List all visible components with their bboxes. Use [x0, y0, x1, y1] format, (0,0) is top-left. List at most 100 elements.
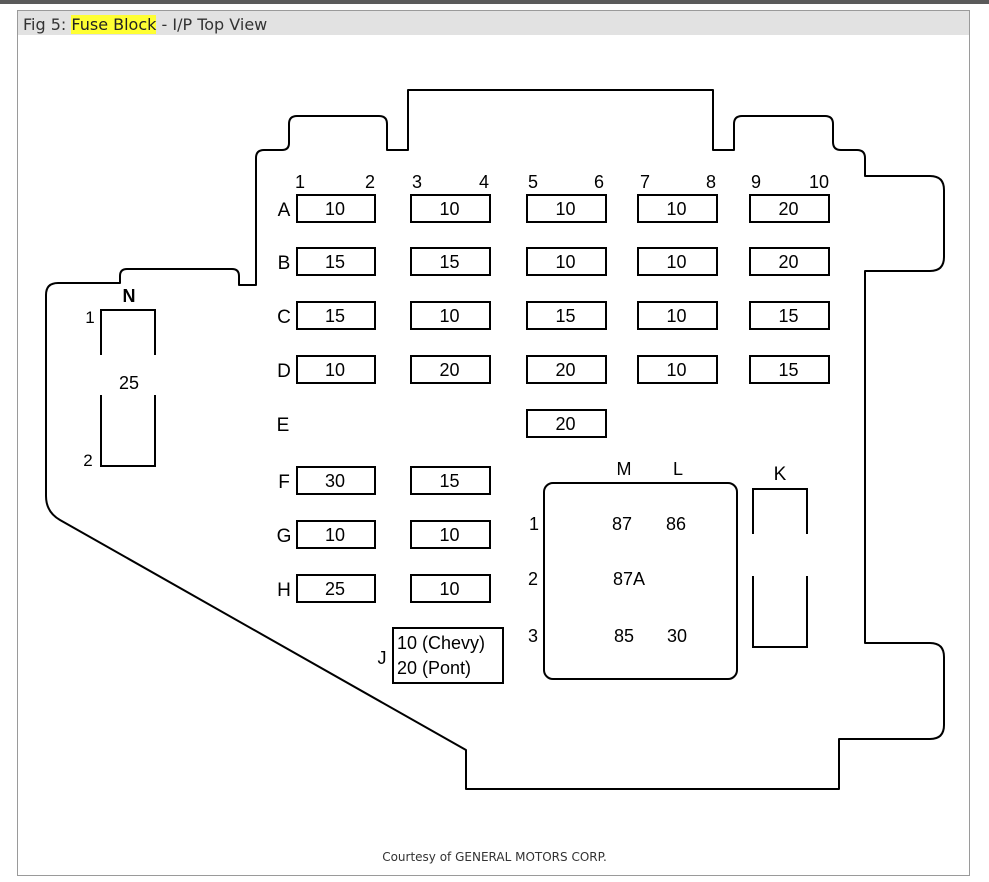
relay-terminal: 85: [614, 626, 634, 646]
relay-ml: M L 1 2 3 87 86 87A 85 30: [528, 459, 738, 680]
fuse: 15: [749, 355, 830, 384]
fuse-box: [296, 301, 376, 330]
fuse-rating: 15: [778, 360, 798, 380]
row-label: C: [277, 307, 291, 328]
fuse-box: [296, 194, 376, 223]
fuse-rating: 25: [325, 579, 345, 599]
row-label: H: [277, 580, 291, 601]
fuse-grid: 10 10 10 10 20 15 15 10 10 20 15 10 15 10 15 10 20 20 10 15…: [296, 194, 830, 603]
fuse-box: [410, 194, 491, 223]
fuse: 20: [410, 355, 491, 384]
column-number: 1: [295, 172, 305, 192]
fuse-box: [526, 247, 607, 276]
fuse-box: [296, 574, 376, 603]
fuse-rating: 10: [439, 579, 459, 599]
fuse-n: N 1 2 25: [83, 286, 156, 470]
fuse-box: [526, 409, 607, 438]
fuse: 15: [749, 301, 830, 330]
fuse-rating: 20: [778, 252, 798, 272]
relay-k: K: [752, 464, 808, 648]
fuse-rating: 10: [325, 360, 345, 380]
fuse: 15: [526, 301, 607, 330]
caption-suffix: - I/P Top View: [156, 15, 268, 34]
fuse-block-outline: [45, 89, 945, 790]
relay-terminal: 30: [667, 626, 687, 646]
figure-frame: [17, 10, 970, 876]
fuse-box: [410, 247, 491, 276]
fuse: 20: [749, 194, 830, 223]
fuse: 10: [296, 520, 376, 549]
fuse: 10: [637, 301, 718, 330]
fuse: 10: [296, 355, 376, 384]
window-top-border: [0, 0, 989, 4]
fuse-n-value: 25: [119, 373, 139, 393]
fuse: 10: [526, 247, 607, 276]
fuse: 10: [410, 301, 491, 330]
column-number: 4: [479, 172, 489, 192]
row-label: E: [277, 415, 290, 436]
fuse-rating: 30: [325, 471, 345, 491]
fuse-rating: 10: [666, 360, 686, 380]
column-number: 10: [809, 172, 829, 192]
fuse: 10: [526, 194, 607, 223]
fuse-box: [410, 574, 491, 603]
fuse-rating: 20: [778, 199, 798, 219]
fuse-rating: 10: [555, 199, 575, 219]
fuse-rating: 15: [555, 306, 575, 326]
fuse: 10: [637, 247, 718, 276]
fuse-j-label: J: [378, 648, 387, 668]
fuse: 15: [296, 247, 376, 276]
column-numbers: 1 2 3 4 5 6 7 8 9 10: [295, 172, 829, 192]
fuse-box: [526, 194, 607, 223]
fuse-box: [637, 194, 718, 223]
row-label: B: [278, 253, 291, 274]
relay-k-bracket-top: [752, 488, 808, 534]
fuse: 10: [410, 574, 491, 603]
fuse-rating: 20: [555, 360, 575, 380]
courtesy-note: Courtesy of GENERAL MOTORS CORP.: [382, 850, 607, 864]
row-labels: A B C D E F G H: [277, 200, 292, 601]
fuse-box: [526, 301, 607, 330]
relay-col-m: M: [617, 459, 632, 479]
fuse: 20: [749, 247, 830, 276]
column-number: 8: [706, 172, 716, 192]
column-number: 6: [594, 172, 604, 192]
row-label: D: [277, 361, 291, 382]
fuse-box: [410, 520, 491, 549]
fuse-box: [296, 520, 376, 549]
fuse: 10: [637, 194, 718, 223]
relay-row-2: 2: [528, 569, 538, 589]
fuse-box: [637, 355, 718, 384]
fuse-n-label: N: [123, 286, 136, 306]
fuse: 10: [296, 194, 376, 223]
fuse-box: [296, 355, 376, 384]
fuse-box: [526, 355, 607, 384]
figure-title-bar: [18, 11, 969, 35]
fuse-n-pin-bottom: 2: [83, 451, 92, 470]
fuse: 15: [410, 466, 491, 495]
fuse-n-bracket-bottom: [100, 395, 156, 467]
fuse-box: [637, 247, 718, 276]
relay-row-3: 3: [528, 626, 538, 646]
column-number: 5: [528, 172, 538, 192]
fuse-j-pont: 20 (Pont): [397, 658, 471, 678]
fuse-rating: 10: [555, 252, 575, 272]
row-label: G: [277, 526, 292, 547]
relay-ml-box: [543, 482, 738, 680]
fuse-box: [410, 301, 491, 330]
fuse-box: [749, 247, 830, 276]
fuse-box: [749, 301, 830, 330]
column-number: 3: [412, 172, 422, 192]
fuse-rating: 10: [666, 199, 686, 219]
fuse-n-bracket-top: [100, 309, 156, 355]
fuse-rating: 15: [439, 471, 459, 491]
fuse-rating: 15: [439, 252, 459, 272]
fuse: 20: [526, 355, 607, 384]
fuse-j-chevy: 10 (Chevy): [397, 633, 485, 653]
fuse-box: [637, 301, 718, 330]
column-number: 7: [640, 172, 650, 192]
fuse: 20: [526, 409, 607, 438]
fuse-rating: 20: [439, 360, 459, 380]
fuse-box: [749, 355, 830, 384]
row-label: A: [278, 200, 291, 221]
